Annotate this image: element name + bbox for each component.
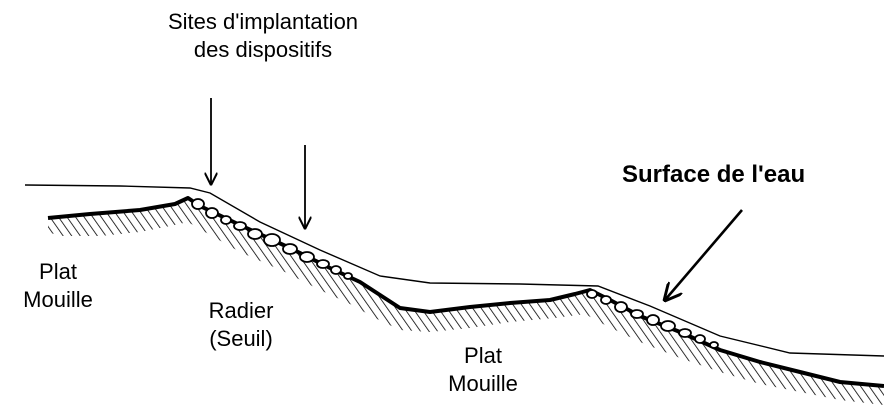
radier-label: Radier (Seuil) [186, 297, 296, 353]
pebble [192, 199, 204, 209]
sites-label-line-2: des dispositifs [138, 36, 388, 64]
radier-label-line-2: (Seuil) [186, 325, 296, 353]
water-surface-label: Surface de l'eau [622, 161, 882, 189]
plat-mouille-label-2: Plat Mouille [433, 342, 533, 398]
pebble [695, 335, 705, 343]
riffle-pebbles-1 [192, 199, 352, 279]
pebble [710, 342, 718, 348]
pebble [679, 329, 691, 337]
pebble [615, 302, 627, 312]
plat-mouille-2-line-2: Mouille [433, 370, 533, 398]
pebble [221, 216, 231, 224]
pebble [601, 296, 611, 304]
pebble [264, 234, 280, 246]
pebble [587, 290, 597, 298]
plat-mouille-label-1: Plat Mouille [8, 258, 108, 314]
pebble [248, 229, 262, 239]
plat-mouille-1-line-1: Plat [8, 258, 108, 286]
radier-label-line-1: Radier [186, 297, 296, 325]
sites-label-line-1: Sites d'implantation [138, 8, 388, 36]
plat-mouille-2-line-1: Plat [433, 342, 533, 370]
pebble [283, 244, 297, 254]
pebble [631, 310, 643, 318]
pebble [344, 273, 352, 279]
water-surface-arrow [665, 210, 742, 300]
pebble [661, 321, 675, 331]
plat-mouille-1-line-2: Mouille [8, 286, 108, 314]
sites-label: Sites d'implantation des dispositifs [138, 8, 388, 64]
pebble [300, 252, 314, 262]
pebble [647, 315, 659, 325]
pebble [317, 260, 329, 268]
pebble [331, 266, 341, 274]
pebble [206, 208, 218, 218]
pebble [234, 222, 246, 230]
